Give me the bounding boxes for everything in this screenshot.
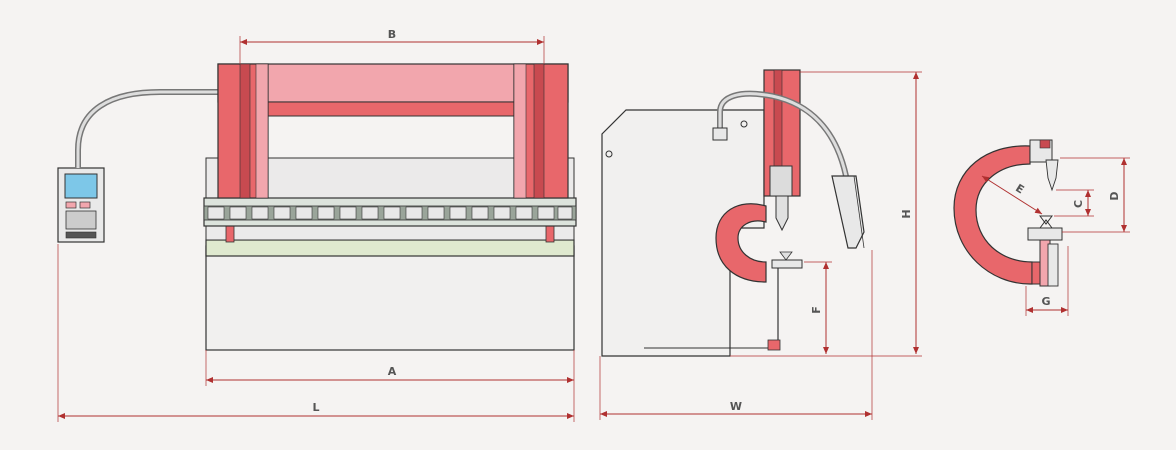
dimension-label-H: H — [900, 209, 913, 218]
dimension-label-C: C — [1072, 200, 1085, 208]
dimension-label-E: E — [1013, 182, 1026, 197]
worktable — [205, 239, 575, 257]
dimension-label-B: B — [388, 28, 396, 41]
side-c-frame — [715, 203, 767, 283]
throat-detail-view: E C D G — [953, 139, 1130, 316]
lower-bed — [205, 245, 575, 351]
dimension-label-G: G — [1041, 295, 1050, 308]
side-view: F H W — [599, 69, 922, 420]
upper-tool-clamps — [203, 197, 577, 227]
dimension-label-D: D — [1108, 191, 1121, 200]
side-body-outline — [601, 109, 765, 357]
front-view: B A L — [57, 28, 577, 422]
control-panel — [57, 167, 105, 243]
dimension-label-A: A — [388, 365, 397, 378]
dimension-label-L: L — [312, 401, 319, 414]
dimension-label-F: F — [810, 306, 823, 314]
control-cable-arm — [75, 89, 218, 168]
detail-c-frame — [953, 145, 1033, 285]
dimension-label-W: W — [730, 400, 742, 413]
upper-frame — [217, 63, 569, 199]
